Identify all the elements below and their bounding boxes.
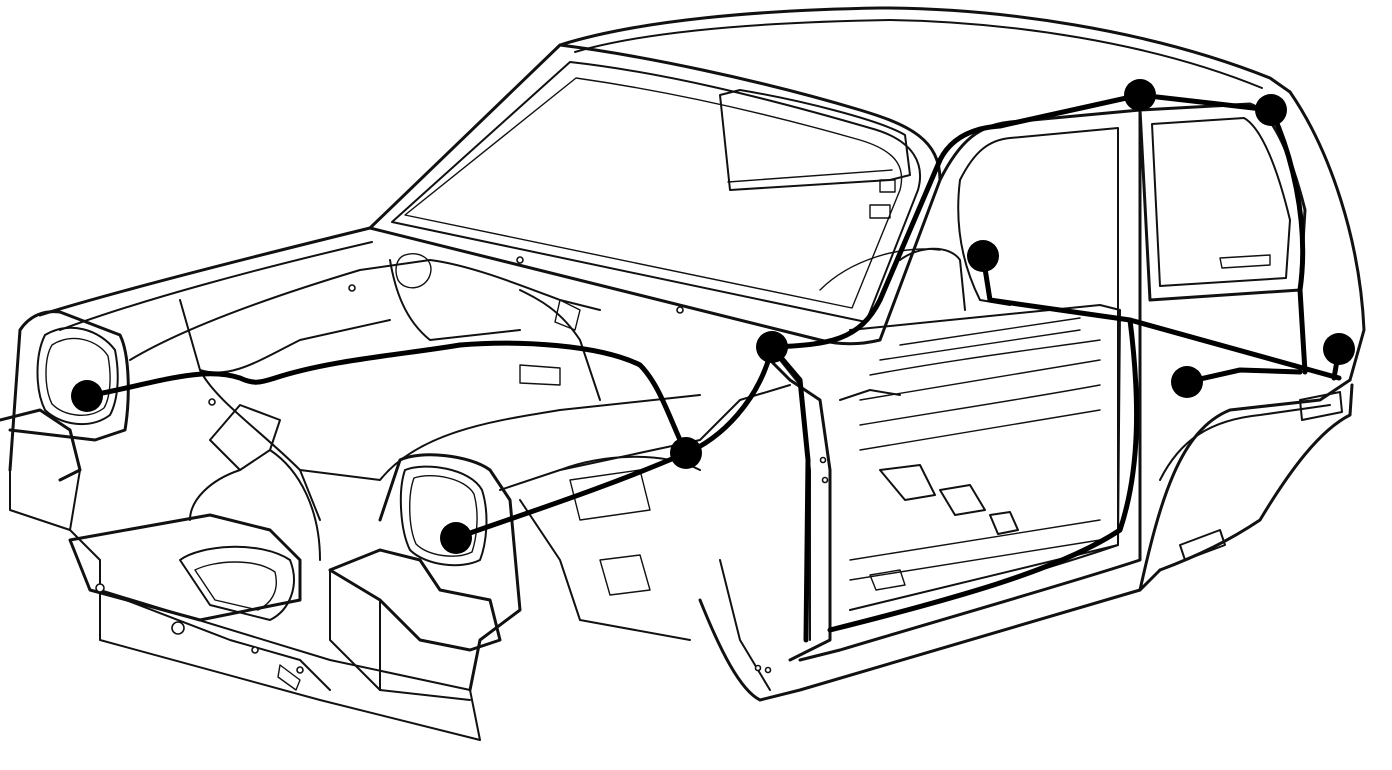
suspension-turret — [189, 404, 321, 561]
connection-point-roof-center — [1124, 79, 1156, 111]
connection-point-rear-seat-left — [967, 240, 999, 272]
door-opening-front — [798, 108, 1142, 662]
rear-quarter-panel — [1138, 378, 1354, 592]
wiring-harness — [84, 92, 1342, 643]
harness-a-pillar-down — [769, 344, 811, 643]
connection-point-junction-mid — [670, 437, 702, 469]
connection-point-rear-lamp — [1323, 333, 1355, 365]
harness-right-headlamp-run — [453, 450, 689, 541]
right-front-wing — [328, 453, 522, 701]
connection-point-roof-rear — [1255, 94, 1287, 126]
harness-windscreen-top — [769, 92, 1274, 350]
front-side-window — [719, 89, 911, 219]
harness-left-headlamp-run — [84, 340, 689, 456]
a-pillar — [698, 348, 1162, 702]
windscreen-frame — [368, 43, 942, 346]
harness-sill-run — [827, 317, 1140, 633]
rear-cabin — [819, 179, 1011, 401]
bulkhead — [499, 384, 791, 641]
left-front-wing — [0, 310, 331, 691]
harness-roof-rear — [1268, 107, 1308, 375]
engine-bay — [38, 226, 701, 521]
connection-points — [71, 79, 1355, 554]
harness-a-pillar-feed — [683, 344, 775, 456]
roof-panel — [558, 6, 1366, 382]
harness-rear-seat-branch — [980, 253, 1342, 381]
connection-point-left-headlamp — [71, 380, 103, 412]
floor-pan — [849, 304, 1121, 611]
connection-point-right-headlamp — [440, 522, 472, 554]
front-apron — [68, 513, 481, 741]
connection-point-rear-quarter — [1171, 366, 1203, 398]
harness-rear-quarter-branch — [1184, 367, 1303, 385]
connection-point-a-pillar — [756, 331, 788, 363]
